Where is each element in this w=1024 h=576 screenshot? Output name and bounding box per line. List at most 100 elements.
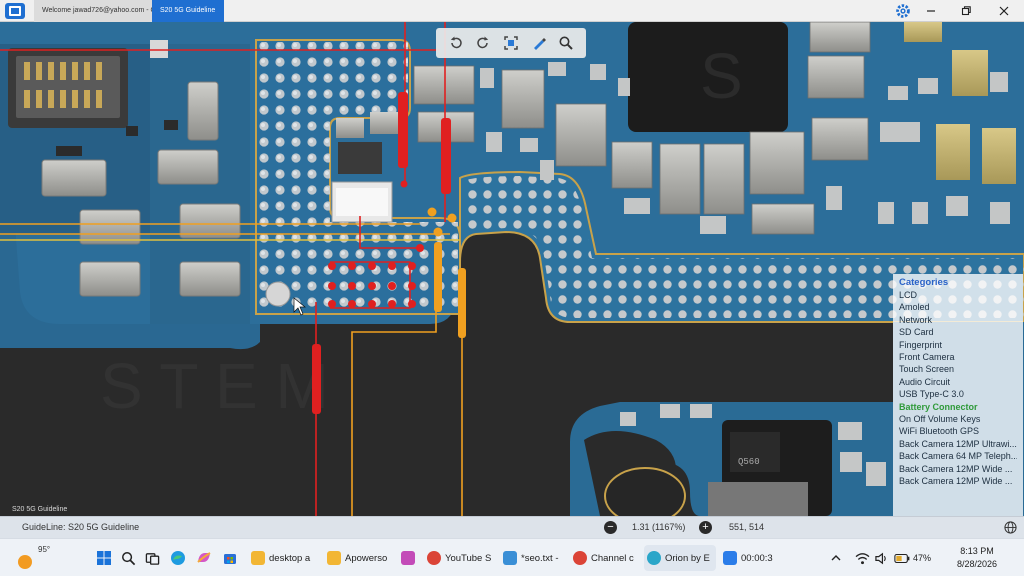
wifi-status[interactable] <box>852 548 872 568</box>
taskbar-app-label: Channel c <box>591 552 634 564</box>
rotate-left-icon <box>450 36 462 49</box>
battery-status[interactable] <box>892 548 912 568</box>
measure-tool-button[interactable] <box>528 32 550 54</box>
maximize-button[interactable] <box>957 2 975 20</box>
categories-panel: Categories LCD Amoled Network SD Card Fi… <box>893 274 1023 516</box>
chevron-up-icon <box>831 555 841 561</box>
sun-icon <box>18 555 32 569</box>
settings-gear-icon[interactable] <box>894 2 912 20</box>
volume-status[interactable] <box>871 548 891 568</box>
category-back-camera-wide-1[interactable]: Back Camera 12MP Wide ... <box>899 463 1013 474</box>
minimize-button[interactable] <box>922 2 940 20</box>
cursor-coordinates: 551, 514 <box>729 522 765 532</box>
globe-icon[interactable] <box>1004 521 1017 534</box>
category-wifi-bluetooth-gps[interactable]: WiFi Bluetooth GPS <box>899 426 980 437</box>
mouse-cursor-icon <box>293 297 306 316</box>
notepad-icon <box>503 551 517 565</box>
status-bar: GuideLine: S20 5G Guideline − 1.31 (1167… <box>0 516 1024 538</box>
task-view-button[interactable] <box>142 548 162 568</box>
category-back-camera-ultrawide[interactable]: Back Camera 12MP Ultrawi... <box>899 438 1017 449</box>
board-watermark-label: S20 5G Guideline <box>12 506 68 513</box>
search-icon <box>559 36 573 50</box>
taskbar-app-label: *seo.txt - <box>521 552 559 564</box>
category-back-camera-wide-2[interactable]: Back Camera 12MP Wide ... <box>899 476 1013 487</box>
weather-widget[interactable]: 95° <box>14 543 54 573</box>
taskbar-app-paint[interactable] <box>398 545 422 571</box>
tab-welcome[interactable]: Welcome jawad726@yahoo.com - Orion <box>34 0 152 22</box>
taskbar-app-label: Apowerso <box>345 552 388 564</box>
title-bar: Welcome jawad726@yahoo.com - Orion S20 5… <box>0 0 1024 22</box>
copilot-button[interactable] <box>194 548 214 568</box>
category-sd-card[interactable]: SD Card <box>899 327 934 338</box>
rotate-right-icon <box>477 36 489 49</box>
recorder-icon <box>723 551 737 565</box>
clock-date: 8/28/2026 <box>956 559 998 569</box>
close-button[interactable] <box>995 2 1013 20</box>
store-button[interactable] <box>220 548 240 568</box>
paint-icon <box>401 551 415 565</box>
chrome-icon <box>427 551 441 565</box>
edge-icon <box>171 551 185 565</box>
category-fingerprint[interactable]: Fingerprint <box>899 339 943 350</box>
edge-browser-button[interactable] <box>168 548 188 568</box>
chrome-icon <box>573 551 587 565</box>
search-icon <box>121 551 135 565</box>
category-on-off-volume-keys[interactable]: On Off Volume Keys <box>899 414 981 425</box>
battery-icon <box>894 553 910 563</box>
taskbar-app-label: desktop a <box>269 552 311 564</box>
taskbar-app-apowersoft-folder[interactable]: Apowerso <box>324 545 396 571</box>
folder-icon <box>327 551 341 565</box>
task-view-icon <box>145 552 159 565</box>
speaker-icon <box>874 552 886 564</box>
windows-taskbar: 95° desktop a Apowerso <box>0 538 1024 576</box>
view-toolbar <box>436 28 586 58</box>
tab-s20-guideline[interactable]: S20 5G Guideline <box>152 0 224 22</box>
rotate-right-button[interactable] <box>472 32 494 54</box>
taskbar-search-button[interactable] <box>118 548 138 568</box>
rotate-left-button[interactable] <box>445 32 467 54</box>
category-back-camera-telephoto[interactable]: Back Camera 64 MP Teleph... <box>899 451 1017 462</box>
fit-screen-icon <box>504 36 518 50</box>
taskbar-app-chrome-channel[interactable]: Channel c <box>570 545 642 571</box>
taskbar-app-label: YouTube S <box>445 552 492 564</box>
board-viewport[interactable]: S <box>0 22 1024 516</box>
svg-text:S: S <box>700 40 743 112</box>
taskbar-app-recorder[interactable]: 00:00:3 <box>720 545 784 571</box>
svg-text:S T E M: S T E M <box>100 350 329 422</box>
windows-logo-icon <box>97 551 111 565</box>
clock-time: 8:13 PM <box>960 546 994 556</box>
taskbar-app-label: Orion by E <box>665 552 710 564</box>
zoom-out-button[interactable]: − <box>604 521 617 534</box>
start-button[interactable] <box>94 548 114 568</box>
category-battery-connector[interactable]: Battery Connector <box>899 401 978 412</box>
copilot-icon <box>197 552 211 563</box>
category-audio-circuit[interactable]: Audio Circuit <box>899 376 951 387</box>
fit-screen-button[interactable] <box>500 32 522 54</box>
zoom-level: 1.31 (1167%) <box>632 522 686 532</box>
taskbar-app-label: 00:00:3 <box>741 552 773 564</box>
system-clock[interactable]: 8:13 PM 8/28/2026 <box>947 545 1007 571</box>
category-usb-type-c[interactable]: USB Type-C 3.0 <box>899 389 964 400</box>
taskbar-app-orion[interactable]: Orion by E <box>644 545 716 571</box>
taskbar-app-chrome-youtube[interactable]: YouTube S <box>424 545 496 571</box>
pen-icon <box>533 38 546 50</box>
category-network[interactable]: Network <box>899 314 933 325</box>
store-icon <box>224 554 236 564</box>
zoom-in-button[interactable]: + <box>699 521 712 534</box>
pcb-board-image[interactable]: S <box>0 22 1024 516</box>
category-lcd[interactable]: LCD <box>899 290 918 300</box>
weather-temperature: 95° <box>38 545 51 554</box>
search-button[interactable] <box>555 32 577 54</box>
show-hidden-icons-button[interactable] <box>826 548 846 568</box>
guideline-label: GuideLine: S20 5G Guideline <box>22 522 140 532</box>
category-touch-screen[interactable]: Touch Screen <box>899 364 955 375</box>
taskbar-app-desktop-folder[interactable]: desktop a <box>248 545 320 571</box>
taskbar-app-notepad[interactable]: *seo.txt - <box>500 545 568 571</box>
category-front-camera[interactable]: Front Camera <box>899 352 955 363</box>
orion-logo-icon <box>5 3 25 19</box>
category-amoled[interactable]: Amoled <box>899 302 930 313</box>
svg-text:Q560: Q560 <box>738 457 760 467</box>
folder-icon <box>251 551 265 565</box>
orion-icon <box>647 551 661 565</box>
